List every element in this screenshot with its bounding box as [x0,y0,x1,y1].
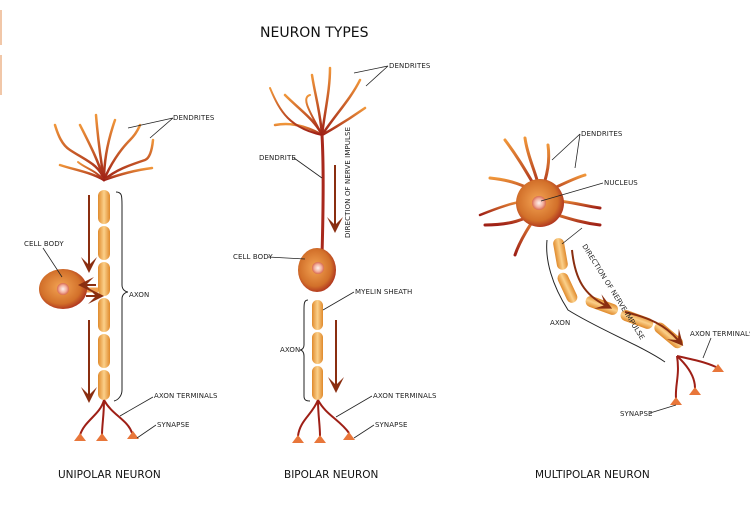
multipolar-synapses [670,364,724,405]
multipolar-neuron-title: MULTIPOLAR NEURON [535,469,650,481]
label-axon-terminals: AXON TERMINALS [690,330,750,338]
axon-brace [546,239,666,363]
synapse-knob [712,364,724,372]
synapse-knob [314,435,326,443]
bipolar-axon [312,300,323,400]
label-dendrite: DENDRITE [259,154,296,162]
myelin-segment [98,370,110,400]
nucleus [312,262,324,274]
myelin-segment [312,332,323,364]
label-dendrites: DENDRITES [389,62,431,70]
label-synapse: SYNAPSE [375,421,408,429]
unipolar-neuron-title: UNIPOLAR NEURON [58,469,161,481]
synapse-knob [292,435,304,443]
nucleus [57,283,69,295]
unipolar-neuron: DENDRITES CELL BODY AXON AXON TERMINALS … [24,113,218,481]
unipolar-axon-terminals [79,399,133,436]
label-nucleus: NUCLEUS [604,179,638,187]
myelin-segment [98,226,110,260]
bipolar-dendrite-stem [320,134,325,256]
axon-brace [299,299,311,402]
myelin-segment [98,334,110,368]
nucleus [532,196,546,210]
multipolar-neuron: DENDRITES NUCLEUS DIRECTION OF NERVE IMP… [478,130,750,481]
bipolar-neuron-title: BIPOLAR NEURON [284,469,378,481]
impulse-arrow [624,311,684,347]
synapse-knob [343,432,355,440]
synapse-knob [96,433,108,441]
page-title: NEURON TYPES [260,25,369,41]
impulse-arrow [571,249,613,309]
myelin-segment [553,238,568,270]
label-cell-body: CELL BODY [233,253,273,261]
label-synapse: SYNAPSE [157,421,190,429]
label-cell-body: CELL BODY [24,240,64,248]
bipolar-axon-terminals [297,399,350,437]
synapse-knob [74,433,86,441]
myelin-segment [312,366,323,400]
label-dendrites: DENDRITES [581,130,623,138]
synapse-knob [127,431,139,439]
label-direction: DIRECTION OF NERVE IMPULSE [344,127,352,238]
label-axon-terminals: AXON TERMINALS [154,392,218,400]
myelin-segment [98,298,110,332]
multipolar-axon-terminals [674,355,717,399]
myelin-segment [620,310,654,329]
unipolar-dendrites [53,113,155,182]
myelin-segment [312,300,323,330]
unipolar-synapses [74,431,139,441]
label-synapse: SYNAPSE [620,410,653,418]
unipolar-axon [98,190,110,400]
myelin-segment [98,262,110,296]
axon-brace [113,191,129,402]
bipolar-neuron: DENDRITES DENDRITE DIRECTION OF NERVE IM… [233,62,437,481]
label-axon: AXON [280,346,300,354]
label-dendrites: DENDRITES [173,114,215,122]
synapse-knob [689,387,701,395]
synapse-knob [670,397,682,405]
bipolar-dendrites [269,66,367,137]
myelin-segment [98,190,110,224]
label-direction: DIRECTION OF NERVE IMPULSE [580,243,646,341]
bipolar-synapses [292,432,355,443]
myelin-segment [557,272,578,303]
label-axon-terminals: AXON TERMINALS [373,392,437,400]
label-axon: AXON [550,319,570,327]
edge-artifact [0,10,2,95]
myelin-segment [654,322,683,349]
label-myelin-sheath: MYELIN SHEATH [355,288,412,296]
label-axon: AXON [129,291,149,299]
